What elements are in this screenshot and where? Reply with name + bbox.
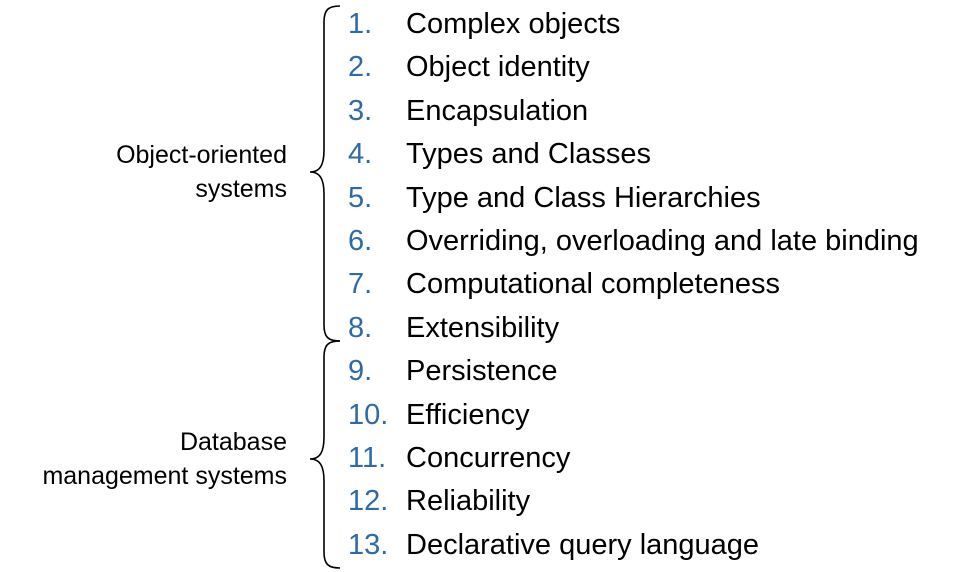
item-number: 11.	[348, 442, 387, 474]
item-text: Reliability	[406, 485, 531, 518]
item-text: Concurrency	[406, 442, 571, 474]
item-text: Object identity	[406, 51, 590, 84]
item-number: 1.	[348, 8, 373, 40]
item-text: Extensibility	[406, 311, 560, 344]
group-label-line: management systems	[42, 462, 287, 490]
item-number: 10.	[348, 398, 389, 431]
item-number: 12.	[348, 485, 389, 518]
item-text: Computational completeness	[406, 268, 780, 301]
group-label-object-oriented: Object-oriented systems	[116, 138, 287, 206]
group-label-line: systems	[195, 175, 287, 203]
item-text: Efficiency	[406, 398, 530, 431]
item-number: 5.	[348, 181, 373, 214]
item-text: Encapsulation	[406, 94, 589, 127]
item-number: 8.	[348, 311, 373, 344]
item-text: Persistence	[406, 355, 558, 388]
item-text: Complex objects	[406, 8, 621, 40]
item-text: Overriding, overloading and late binding	[406, 225, 919, 257]
brace-database	[309, 340, 341, 569]
item-number: 2.	[348, 51, 373, 84]
group-label-line: Database	[179, 428, 287, 456]
item-number: 4.	[348, 138, 373, 171]
brace-object-oriented	[309, 5, 341, 342]
item-number: 3.	[348, 94, 373, 127]
item-number: 9.	[348, 355, 373, 388]
item-text: Type and Class Hierarchies	[406, 181, 761, 214]
item-text: Declarative query language	[406, 528, 760, 561]
item-number: 7.	[348, 268, 373, 301]
item-number: 13.	[348, 528, 389, 561]
group-label-database: Database management systems	[42, 425, 287, 493]
item-number: 6.	[348, 225, 373, 257]
item-text: Types and Classes	[406, 138, 652, 171]
group-label-line: Object-oriented	[116, 141, 287, 169]
